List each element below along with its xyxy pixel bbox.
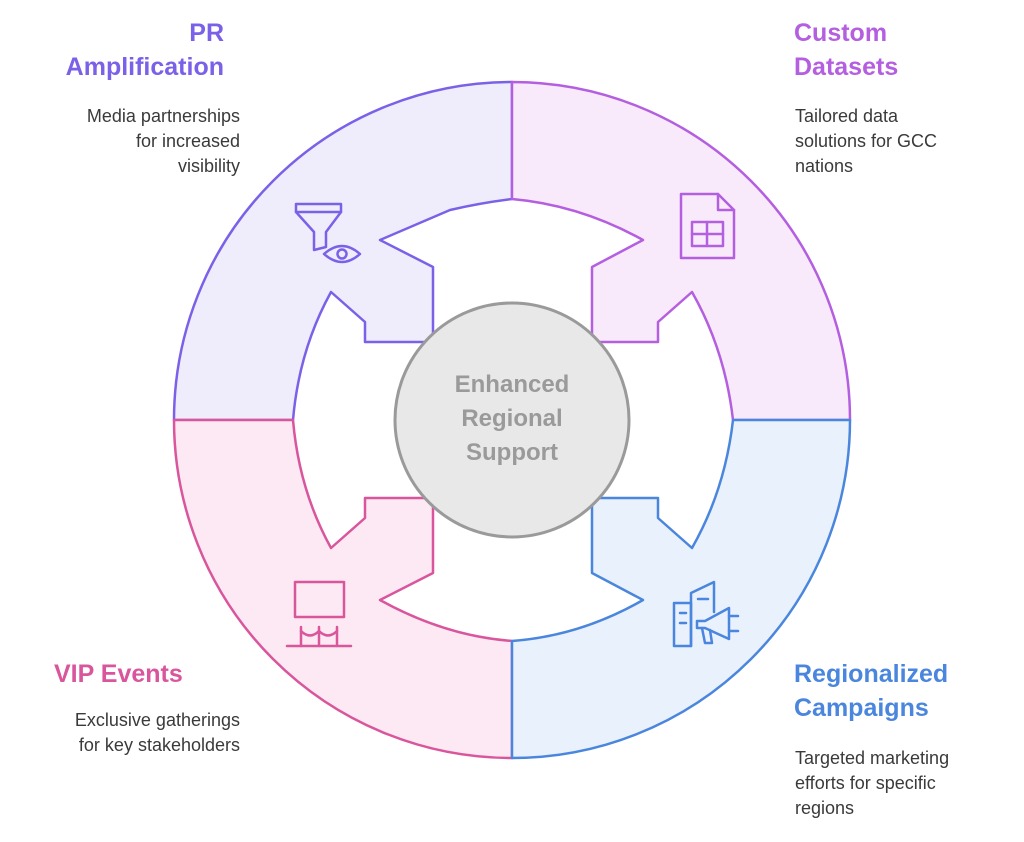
description-line: for increased — [135, 131, 240, 151]
pr-amplification-title: PR Amplification — [66, 16, 224, 84]
description-line: Media partnerships — [86, 106, 240, 126]
title-line: VIP Events — [54, 660, 183, 688]
description-line: Targeted marketing — [795, 748, 950, 768]
title-line: Regionalized — [794, 660, 949, 688]
description-line: visibility — [177, 156, 240, 176]
quadrant-pr-amplification — [172, 80, 514, 422]
stage-rope-icon — [285, 580, 353, 648]
title-line: Datasets — [794, 53, 899, 81]
pr-amplification-description: Media partnerships for increased visibil… — [87, 104, 240, 179]
custom-datasets-title: Custom Datasets — [794, 16, 898, 84]
custom-datasets-description: Tailored data solutions for GCC nations — [795, 104, 937, 179]
title-line: Campaigns — [794, 694, 929, 722]
description-line: Exclusive gatherings — [74, 710, 240, 730]
title-line: Custom — [794, 19, 888, 47]
funnel-eye-icon — [294, 202, 362, 264]
center-label-line: Enhanced — [454, 371, 570, 398]
center-label-line: Regional — [461, 405, 563, 432]
title-line: Amplification — [65, 53, 224, 81]
vip-events-description: Exclusive gatherings for key stakeholder… — [75, 708, 240, 758]
description-line: Tailored data — [795, 106, 899, 126]
title-line: PR — [189, 19, 224, 47]
vip-events-title: VIP Events — [54, 657, 183, 691]
center-label-line: Support — [466, 439, 558, 466]
center-label: Enhanced Regional Support — [400, 368, 624, 470]
regionalized-campaigns-description: Targeted marketing efforts for specific … — [795, 746, 949, 821]
description-line: efforts for specific — [795, 773, 936, 793]
city-megaphone-icon — [672, 580, 740, 648]
center-circle — [393, 301, 631, 539]
spreadsheet-icon — [679, 192, 736, 260]
regionalized-campaigns-title: Regionalized Campaigns — [794, 657, 948, 725]
quadrant-regionalized-campaigns — [510, 418, 852, 760]
description-line: nations — [795, 156, 854, 176]
description-line: solutions for GCC — [795, 131, 938, 151]
description-line: for key stakeholders — [78, 735, 240, 755]
description-line: regions — [795, 798, 855, 818]
